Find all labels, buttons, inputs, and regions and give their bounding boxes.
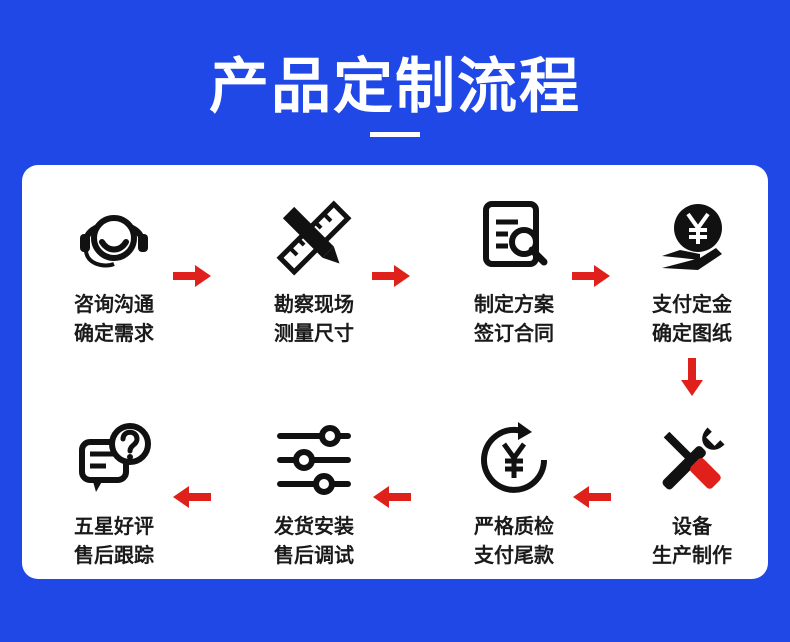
- step-inspection-line2: 支付尾款: [474, 543, 554, 567]
- arrow-left-icon: [173, 486, 211, 508]
- step-deposit-line2: 确定图纸: [652, 321, 732, 345]
- step-install: 发货安装 售后调试: [244, 420, 384, 570]
- document-search-icon: [483, 201, 548, 267]
- step-survey: 勘察现场 测量尺寸: [244, 198, 384, 348]
- step-install-line2: 售后调试: [274, 543, 354, 567]
- page-title: 产品定制流程: [209, 52, 581, 122]
- process-panel: 咨询沟通 确定需求 勘察现场 测量尺寸: [22, 165, 768, 579]
- step-plan-line2: 签订合同: [474, 321, 554, 345]
- step-consult-line1: 咨询沟通: [74, 292, 154, 316]
- step-survey-line1: 勘察现场: [274, 292, 354, 316]
- arrow-left-icon: [573, 486, 611, 508]
- step-production-line2: 生产制作: [652, 543, 732, 567]
- step-review-line2: 售后跟踪: [74, 543, 154, 567]
- arrow-left-icon: [373, 486, 411, 508]
- step-production: 设备 生产制作: [622, 420, 762, 570]
- step-consult: 咨询沟通 确定需求: [44, 198, 184, 348]
- step-deposit-line1: 支付定金: [652, 292, 732, 316]
- chat-question-icon: [79, 423, 151, 492]
- arrow-down-icon: [681, 358, 703, 396]
- step-review-line1: 五星好评: [74, 514, 154, 538]
- step-deposit: 支付定金 确定图纸: [622, 198, 762, 348]
- step-review: 五星好评 售后跟踪: [44, 420, 184, 570]
- step-inspection: 严格质检 支付尾款: [444, 420, 584, 570]
- arrow-right-icon: [173, 265, 211, 287]
- step-survey-line2: 测量尺寸: [274, 321, 354, 345]
- yuan-refresh-icon: [481, 422, 547, 493]
- arrow-right-icon: [572, 265, 610, 287]
- title-underline: [370, 132, 420, 137]
- wrench-screwdriver-icon: [662, 427, 725, 490]
- step-inspection-line1: 严格质检: [474, 514, 554, 538]
- step-consult-line2: 确定需求: [74, 321, 154, 345]
- step-install-line1: 发货安装: [274, 514, 354, 538]
- yuan-coin-hand-icon: [662, 204, 722, 270]
- step-plan: 制定方案 签订合同: [444, 198, 584, 348]
- customer-service-headset-icon: [80, 215, 148, 268]
- step-production-line1: 设备: [672, 514, 712, 538]
- arrow-right-icon: [372, 265, 410, 287]
- sliders-icon: [277, 425, 351, 495]
- step-plan-line1: 制定方案: [474, 292, 554, 316]
- ruler-pencil-icon: [276, 200, 352, 276]
